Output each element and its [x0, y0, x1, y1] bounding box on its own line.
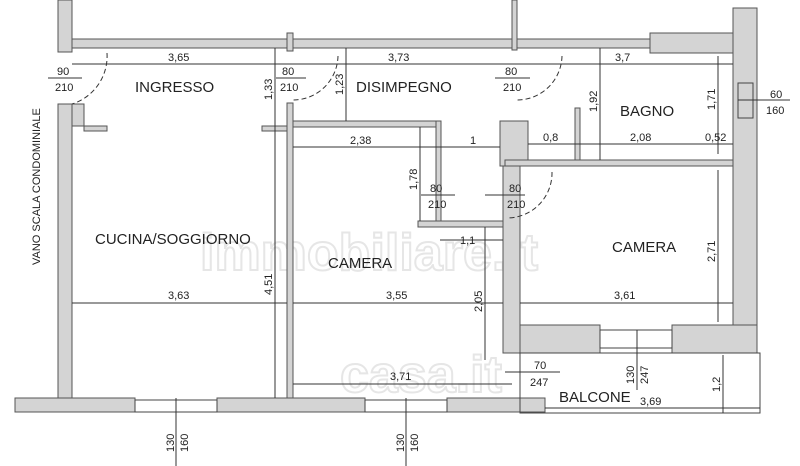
svg-text:3,61: 3,61 [614, 290, 635, 302]
svg-text:247: 247 [530, 377, 548, 389]
room-cucina-soggiorno: CUCINA/SOGGIORNO [95, 231, 251, 248]
svg-text:0,52: 0,52 [705, 132, 726, 144]
svg-text:130: 130 [625, 366, 637, 384]
svg-text:0,8: 0,8 [543, 132, 558, 144]
svg-text:210: 210 [428, 199, 446, 211]
svg-text:1,33: 1,33 [263, 79, 275, 100]
svg-text:130: 130 [395, 434, 407, 452]
doors [71, 52, 563, 219]
svg-text:1,78: 1,78 [408, 169, 420, 190]
svg-text:1,92: 1,92 [588, 91, 600, 112]
svg-text:1,2: 1,2 [711, 377, 723, 392]
svg-text:3,55: 3,55 [386, 290, 407, 302]
svg-text:1,1: 1,1 [460, 235, 475, 247]
svg-text:4,51: 4,51 [263, 274, 275, 295]
svg-text:3,71: 3,71 [390, 371, 411, 383]
svg-text:2,71: 2,71 [706, 241, 718, 262]
svg-text:3,73: 3,73 [388, 52, 409, 64]
svg-text:3,63: 3,63 [168, 290, 189, 302]
svg-text:3,65: 3,65 [168, 52, 189, 64]
svg-text:80: 80 [505, 66, 517, 78]
watermark-immobiliare: immobiliare.it [200, 224, 538, 282]
svg-text:210: 210 [503, 82, 521, 94]
room-balcone: BALCONE [559, 389, 631, 406]
svg-text:160: 160 [179, 434, 191, 452]
dimension-labels: 3,65 3,73 3,7 1,33 1,23 1,92 1,71 2,38 1… [168, 52, 726, 408]
dimension-lines [72, 48, 790, 466]
svg-text:210: 210 [280, 82, 298, 94]
svg-text:3,7: 3,7 [615, 52, 630, 64]
svg-text:247: 247 [639, 366, 651, 384]
svg-text:160: 160 [409, 434, 421, 452]
svg-text:2,05: 2,05 [473, 291, 485, 312]
svg-text:80: 80 [509, 183, 521, 195]
svg-text:160: 160 [766, 105, 784, 117]
room-ingresso: INGRESSO [135, 79, 214, 96]
svg-text:60: 60 [770, 89, 782, 101]
room-camera-2: CAMERA [612, 239, 676, 256]
svg-text:80: 80 [282, 66, 294, 78]
room-camera-1: CAMERA [328, 255, 392, 272]
opening-labels: 90 210 80 210 80 210 80 210 80 210 60 16… [48, 66, 784, 452]
label-vano-scala: VANO SCALA CONDOMINIALE [31, 108, 43, 265]
room-disimpegno: DISIMPEGNO [356, 79, 452, 96]
svg-text:2,38: 2,38 [350, 135, 371, 147]
room-bagno: BAGNO [620, 103, 674, 120]
svg-text:90: 90 [57, 66, 69, 78]
svg-text:1: 1 [470, 135, 476, 147]
svg-text:1,71: 1,71 [706, 89, 718, 110]
svg-text:1,23: 1,23 [334, 74, 346, 95]
watermark-casa: casa.it [340, 346, 502, 404]
svg-text:80: 80 [430, 183, 442, 195]
window-camera2 [599, 329, 673, 349]
svg-text:130: 130 [165, 434, 177, 452]
svg-text:3,69: 3,69 [640, 396, 661, 408]
svg-text:210: 210 [55, 82, 73, 94]
walls [14, 0, 761, 414]
svg-text:2,08: 2,08 [630, 132, 651, 144]
svg-text:210: 210 [507, 199, 525, 211]
svg-text:70: 70 [534, 360, 546, 372]
